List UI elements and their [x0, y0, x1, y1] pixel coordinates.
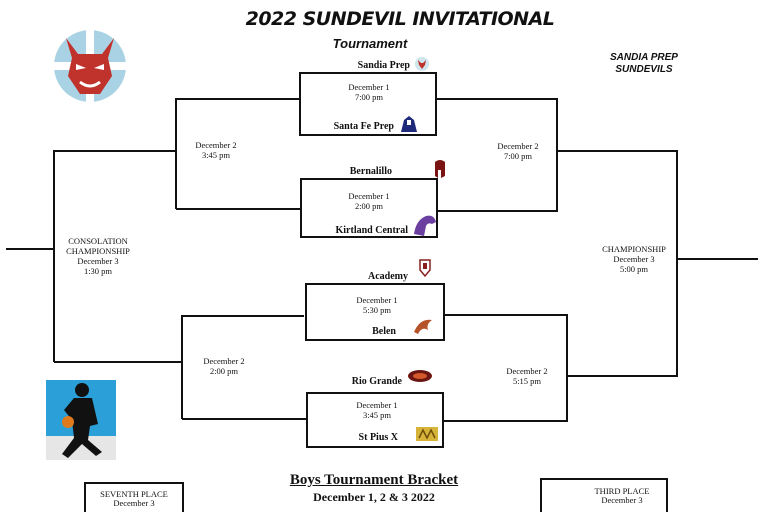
- consolation-time: 1:30 pm: [83, 266, 113, 276]
- seventh-place-label: SEVENTH PLACE: [100, 489, 168, 499]
- semi-right-bottom-date: December 2: [506, 366, 548, 376]
- team-santa-fe-prep: Santa Fe Prep: [333, 121, 394, 132]
- team-st-pius-x: St Pius X: [358, 432, 398, 443]
- team-rio-grande: Rio Grande: [351, 376, 402, 387]
- seventh-place-box: [84, 482, 184, 512]
- bracket-title: Boys Tournament Bracket: [289, 472, 459, 488]
- championship-time: 5:00 pm: [619, 264, 649, 274]
- game4-time: 3:45 pm: [362, 410, 392, 420]
- charger-icon: [419, 259, 431, 278]
- host-school: SANDIA PREP SUNDEVILS: [600, 52, 688, 76]
- spartan-helmet-icon: [435, 160, 445, 178]
- consolation-line-2: CHAMPIONSHIP: [66, 246, 130, 256]
- game3-date: December 1: [356, 295, 398, 305]
- eagle-icon: [414, 319, 432, 334]
- third-place-label: THIRD PLACE: [594, 486, 650, 496]
- game2-time: 2:00 pm: [354, 201, 384, 211]
- third-place-box: [540, 478, 668, 512]
- seventh-place-date: December 3: [113, 498, 155, 508]
- championship-date: December 3: [613, 254, 655, 264]
- team-belen: Belen: [372, 326, 396, 337]
- semi-left-top-date: December 2: [195, 140, 237, 150]
- host-line-2: SUNDEVILS: [615, 64, 673, 75]
- team-academy: Academy: [368, 271, 408, 282]
- semi-left-top-time: 3:45 pm: [201, 150, 231, 160]
- third-place-date: December 3: [601, 495, 643, 505]
- consolation-line-1: CONSOLATION: [68, 236, 128, 246]
- page-title: 2022 SUNDEVIL INVITATIONAL: [245, 8, 555, 30]
- game3-time: 5:30 pm: [362, 305, 392, 315]
- bronco-icon: [414, 215, 436, 236]
- team-kirtland-central: Kirtland Central: [335, 225, 409, 236]
- knight-icon: [401, 116, 417, 132]
- basketball-player-icon: [46, 380, 116, 460]
- semi-right-top-date: December 2: [497, 141, 539, 151]
- red-devil-logo-icon: [415, 57, 429, 71]
- game4-date: December 1: [356, 400, 398, 410]
- semi-left-bottom-time: 2:00 pm: [209, 366, 239, 376]
- host-line-1: SANDIA PREP: [610, 52, 678, 63]
- game-box-4: [306, 392, 444, 448]
- red-devil-logo-icon: [54, 30, 126, 102]
- bracket-dates: December 1, 2 & 3 2022: [313, 490, 435, 504]
- semi-right-top-time: 7:00 pm: [503, 151, 533, 161]
- game-box-2: [300, 178, 438, 238]
- sartans-icon: [416, 427, 438, 441]
- championship-label: CHAMPIONSHIP: [602, 244, 666, 254]
- team-sandia-prep: Sandia Prep: [357, 60, 410, 71]
- ravens-icon: [408, 370, 432, 382]
- semi-right-bottom-time: 5:15 pm: [512, 376, 542, 386]
- game1-date: December 1: [348, 82, 390, 92]
- semi-left-bottom-date: December 2: [203, 356, 245, 366]
- team-bernalillo: Bernalillo: [349, 166, 392, 177]
- page-subtitle: Tournament: [332, 36, 408, 51]
- game-box-1: [299, 72, 437, 136]
- game1-time: 7:00 pm: [354, 92, 384, 102]
- game2-date: December 1: [348, 191, 390, 201]
- game-box-3: [305, 283, 445, 341]
- consolation-date: December 3: [77, 256, 119, 266]
